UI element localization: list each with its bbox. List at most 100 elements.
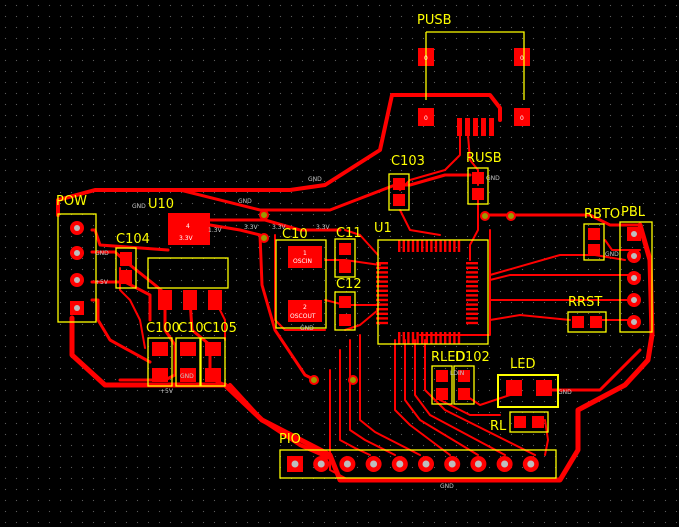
u1-pin-top[interactable] <box>402 240 405 252</box>
rled-pad[interactable] <box>436 388 448 400</box>
pio-pin[interactable] <box>391 456 408 472</box>
u1-pin-bottom[interactable] <box>457 332 461 344</box>
c100-pad[interactable] <box>152 368 168 382</box>
c105-pad[interactable] <box>205 368 221 382</box>
u1-pin-bottom[interactable] <box>448 332 451 344</box>
pio-trace-e[interactable] <box>394 339 451 456</box>
led-gnd-trace[interactable] <box>543 348 642 392</box>
u1-pin-right[interactable] <box>466 298 478 302</box>
u1-pin-right[interactable] <box>466 289 478 292</box>
via[interactable] <box>480 211 490 221</box>
u1-pin-bottom[interactable] <box>411 332 415 344</box>
u1-pin-right[interactable] <box>466 303 478 306</box>
usb-pin-pad[interactable] <box>473 118 478 136</box>
u1-pin-bottom[interactable] <box>439 332 442 344</box>
u1-pin-top[interactable] <box>416 240 419 252</box>
u1-pin-left[interactable] <box>376 294 388 297</box>
usb-gnd-trace[interactable] <box>483 213 642 227</box>
c12-trace[interactable] <box>344 309 379 331</box>
usb-pin-pad[interactable] <box>481 118 486 136</box>
rl-pad[interactable] <box>514 416 526 428</box>
osc-pad-2[interactable] <box>288 300 322 322</box>
c11-pad[interactable] <box>339 261 351 273</box>
u1-pin-bottom[interactable] <box>407 332 410 344</box>
pbl-pin[interactable] <box>627 315 641 329</box>
v33-trace-2[interactable] <box>208 223 317 382</box>
pio-pin[interactable] <box>496 456 513 472</box>
gnd-trace-2[interactable] <box>93 173 472 212</box>
pio-pin[interactable] <box>287 456 303 472</box>
u1-pin-bottom[interactable] <box>444 332 447 344</box>
rbto-pad[interactable] <box>588 244 600 256</box>
u1-pin-top[interactable] <box>421 240 424 252</box>
u1-pin-top[interactable] <box>444 240 447 252</box>
rusb-pad[interactable] <box>472 172 484 184</box>
led-pad[interactable] <box>506 380 522 396</box>
u1-pin-left[interactable] <box>376 321 388 325</box>
osc-trace-1[interactable] <box>324 259 381 266</box>
u1-pin-right[interactable] <box>466 266 478 269</box>
via[interactable] <box>348 375 358 385</box>
pusb-pad[interactable] <box>514 48 530 66</box>
u1-pin-left[interactable] <box>376 312 388 315</box>
u1-pin-left[interactable] <box>376 317 388 320</box>
pio-pin[interactable] <box>522 456 539 472</box>
pio-trace-g[interactable] <box>414 339 506 456</box>
usb-pin-pad[interactable] <box>457 118 462 136</box>
u1-pin-left[interactable] <box>376 280 388 283</box>
u1-pin-right[interactable] <box>466 317 478 320</box>
pio-trace-a[interactable] <box>329 369 346 479</box>
u10-tab-pad[interactable] <box>168 213 210 245</box>
v33-trace-1[interactable] <box>208 218 342 232</box>
u1-pin-bottom[interactable] <box>453 332 456 344</box>
pow-pin[interactable] <box>70 246 84 260</box>
u1-pin-bottom[interactable] <box>421 332 424 344</box>
u1-pin-left[interactable] <box>376 285 388 288</box>
v5-pio-trace[interactable] <box>228 383 332 460</box>
u1-pin-left[interactable] <box>376 289 388 292</box>
u1-pin-right[interactable] <box>466 280 478 283</box>
u10-pin-pad[interactable] <box>208 290 222 310</box>
u1-pin-top[interactable] <box>398 240 401 252</box>
u1-pin-top[interactable] <box>434 240 438 252</box>
pio-pin[interactable] <box>339 456 356 472</box>
d102-pad[interactable] <box>458 388 470 400</box>
pio-trace-f[interactable] <box>404 339 479 456</box>
pbl-pin[interactable] <box>627 227 641 241</box>
rrst-pad[interactable] <box>572 316 584 328</box>
pio-trace-c[interactable] <box>349 339 396 456</box>
led-trace-1[interactable] <box>439 399 501 416</box>
pio-pin[interactable] <box>444 456 461 472</box>
c11-trace[interactable] <box>344 229 379 256</box>
pio-trace-h[interactable] <box>424 339 536 456</box>
c104-pad[interactable] <box>120 252 132 266</box>
u1-pin-left[interactable] <box>376 262 388 265</box>
c100-pad[interactable] <box>152 342 168 356</box>
rbto-trace[interactable] <box>604 239 641 251</box>
u10-pin-pad[interactable] <box>158 290 172 310</box>
u1-pin-right[interactable] <box>466 275 478 279</box>
usb-trace-3[interactable] <box>469 199 479 261</box>
osc-trace-2[interactable] <box>324 299 379 306</box>
pow-pin[interactable] <box>70 301 84 315</box>
usb-pin-pad[interactable] <box>489 118 494 136</box>
pusb-pad[interactable] <box>514 108 530 126</box>
u1-pin-bottom[interactable] <box>416 332 419 344</box>
gnd-ring-trace[interactable] <box>69 222 655 483</box>
u1-pbl-trace-2[interactable] <box>489 274 641 281</box>
c103-pad[interactable] <box>393 194 405 206</box>
pow-pin[interactable] <box>70 221 84 235</box>
osc-left-trace[interactable] <box>274 234 326 331</box>
u1-pin-right[interactable] <box>466 312 478 315</box>
d102-pad[interactable] <box>458 370 470 382</box>
pbl-pin[interactable] <box>627 293 641 307</box>
c104-pad[interactable] <box>120 270 132 284</box>
pow-pin[interactable] <box>70 273 84 287</box>
u1-pin-top[interactable] <box>407 240 410 252</box>
c12-pad[interactable] <box>339 296 351 308</box>
u1-pin-top[interactable] <box>457 240 461 252</box>
u1-pin-right[interactable] <box>466 262 478 265</box>
pio-pin[interactable] <box>365 456 382 472</box>
u1-pin-left[interactable] <box>376 308 388 311</box>
rled-pad[interactable] <box>436 370 448 382</box>
